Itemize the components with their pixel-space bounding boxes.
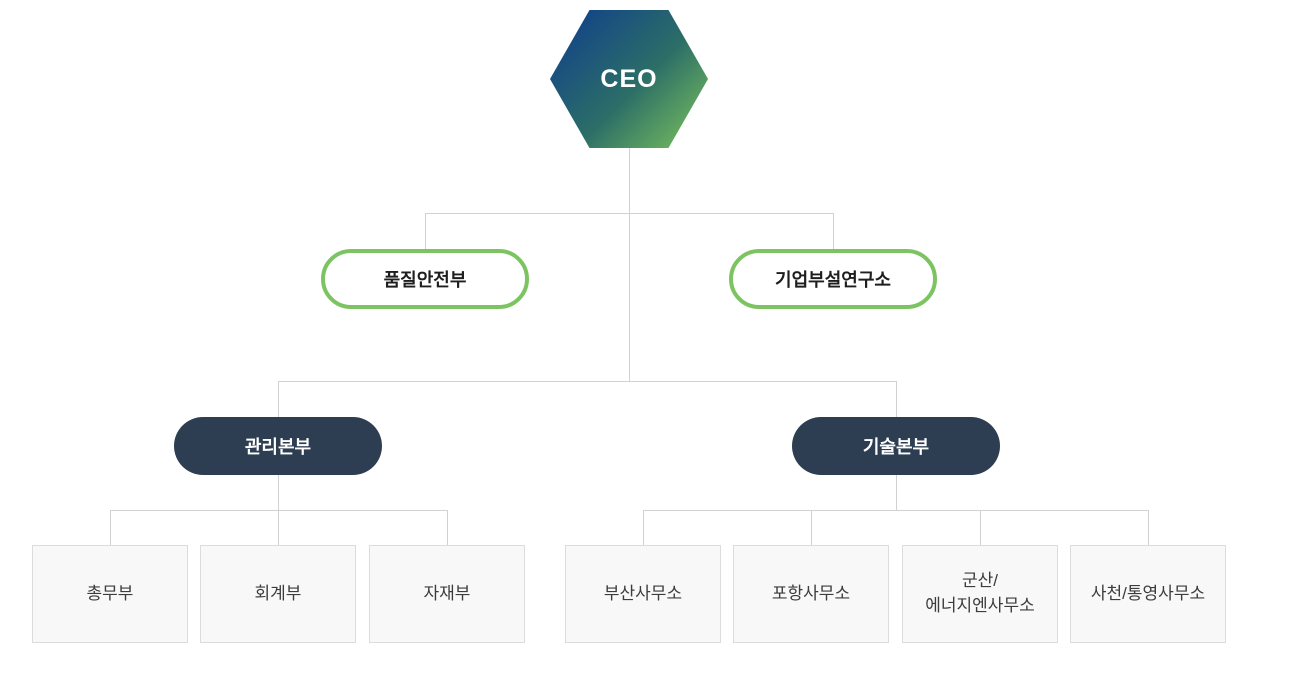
node-quality-safety-dept: 품질안전부 [321, 249, 529, 309]
connector-staff-left-drop [425, 213, 426, 250]
connector-tech-drop-2 [811, 510, 812, 545]
node-sacheon-tongyeong-office: 사천/통영사무소 [1070, 545, 1226, 643]
node-general-affairs-dept: 총무부 [32, 545, 188, 643]
connector-tech-horizontal [643, 510, 1149, 511]
node-accounting-dept: 회계부 [200, 545, 356, 643]
connector-tech-drop-1 [643, 510, 644, 545]
node-label: 품질안전부 [383, 270, 467, 290]
node-label: 부산사무소 [603, 583, 683, 603]
connector-mgmt-drop-3 [447, 510, 448, 545]
connector-division-left-drop [278, 381, 279, 417]
node-label: 자재부 [423, 583, 471, 603]
connector-tech-drop-4 [1148, 510, 1149, 545]
connector-tech-drop-3 [980, 510, 981, 545]
node-label: 사천/통영사무소 [1090, 583, 1206, 603]
node-corporate-research-institute: 기업부설연구소 [729, 249, 937, 309]
connector-staff-right-drop [833, 213, 834, 250]
connector-mgmt-down [278, 475, 279, 510]
node-label: 관리본부 [244, 437, 312, 457]
node-gunsan-energyn-office: 군산/ 에너지엔사무소 [902, 545, 1058, 643]
node-label: 기업부설연구소 [775, 270, 891, 290]
node-technology-division: 기술본부 [792, 417, 1000, 475]
connector-division-right-drop [896, 381, 897, 417]
connector-center-down [629, 213, 630, 381]
node-label: 군산/ 에너지엔사무소 [925, 571, 1035, 615]
node-busan-office: 부산사무소 [565, 545, 721, 643]
connector-mgmt-drop-1 [110, 510, 111, 545]
node-label: 포항사무소 [771, 583, 851, 603]
node-management-division: 관리본부 [174, 417, 382, 475]
connector-mgmt-horizontal [110, 510, 448, 511]
connector-tech-down [896, 475, 897, 510]
node-label: 회계부 [254, 583, 302, 603]
node-label: 기술본부 [862, 437, 930, 457]
connector-division-horizontal [278, 381, 897, 382]
node-label: 총무부 [86, 583, 134, 603]
node-pohang-office: 포항사무소 [733, 545, 889, 643]
ceo-label: CEO [600, 64, 658, 93]
connector-ceo-down [629, 148, 630, 213]
ceo-node: CEO [550, 10, 708, 148]
node-materials-dept: 자재부 [369, 545, 525, 643]
connector-mgmt-drop-2 [278, 510, 279, 545]
